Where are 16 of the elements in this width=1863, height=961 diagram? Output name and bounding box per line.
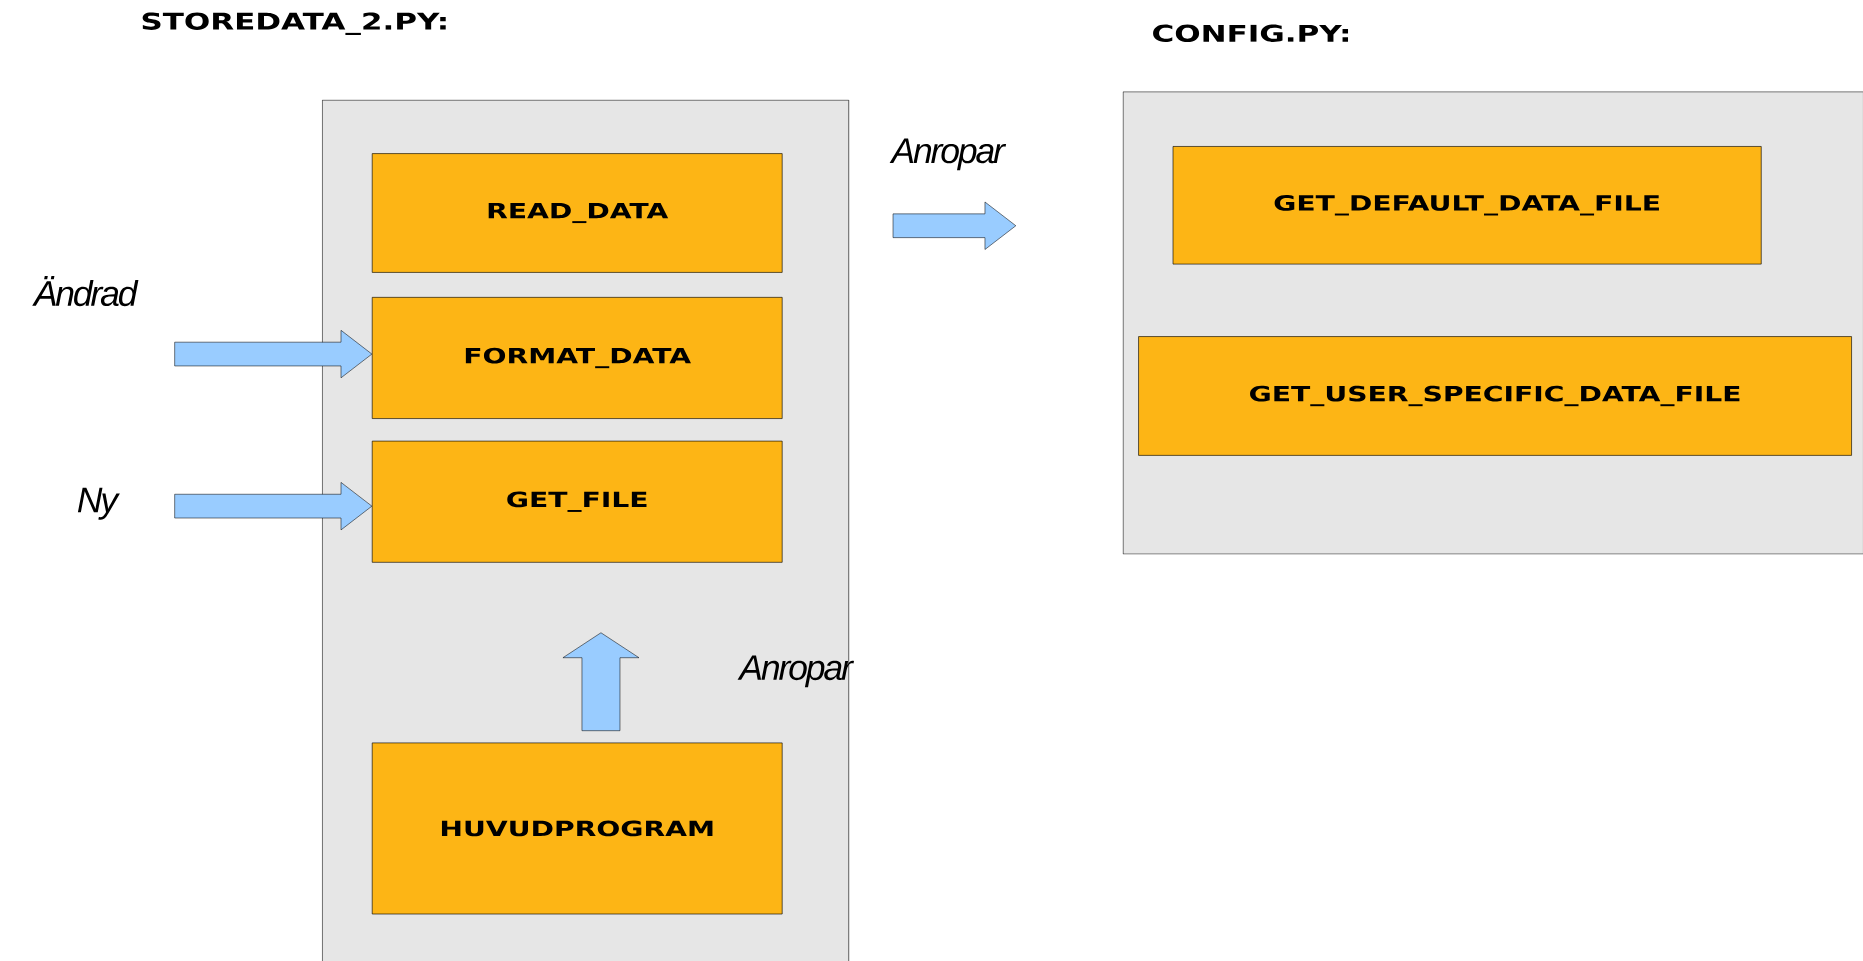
panel-title: CONFIG.PY: xyxy=(1153,24,1348,42)
function-box: GET_USER_SPECIFIC_DATA_FILE xyxy=(1138,336,1852,456)
panel-title: STOREDATA_2.PY: xyxy=(142,12,446,35)
function-box: HUVUDPROGRAM xyxy=(371,742,783,915)
edge-label: Ny xyxy=(77,487,120,520)
edge-label: Ändrad xyxy=(32,275,139,307)
block-arrow xyxy=(174,329,373,378)
block-arrow xyxy=(562,632,640,731)
block-arrow xyxy=(892,201,1017,250)
function-box: READ_DATA xyxy=(371,153,783,273)
edge-label: Anropar xyxy=(737,655,855,688)
edge-label: Anropar xyxy=(889,138,1007,171)
function-box: FORMAT_DATA xyxy=(371,296,783,419)
function-box: GET_DEFAULT_DATA_FILE xyxy=(1172,146,1762,265)
block-arrow xyxy=(174,482,373,531)
function-box: GET_FILE xyxy=(371,440,783,563)
